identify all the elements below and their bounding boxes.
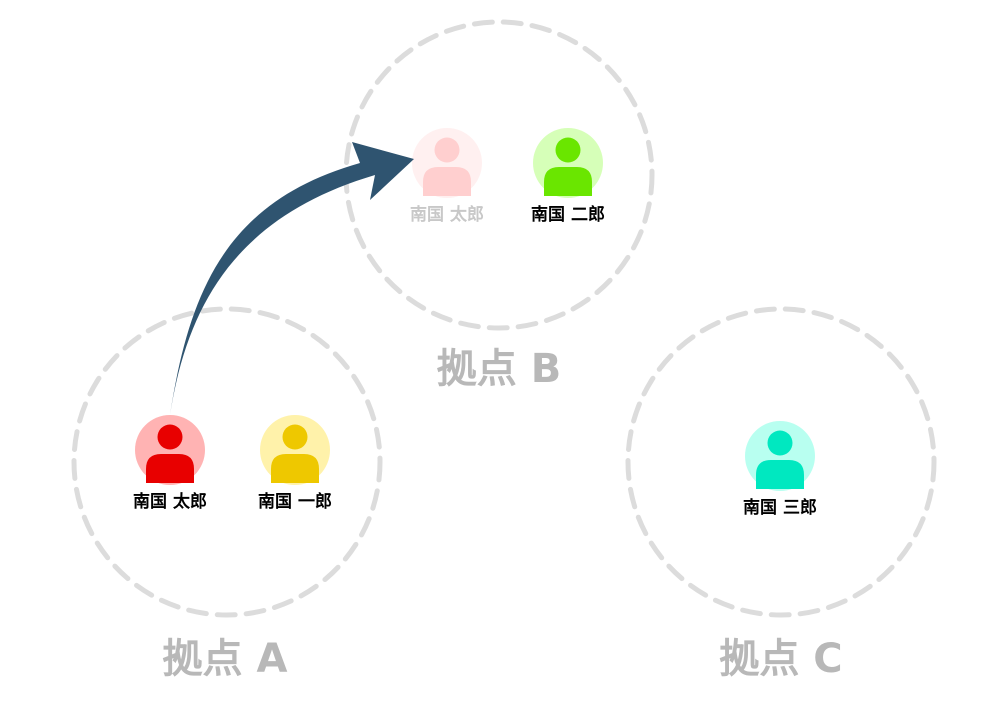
avatar-body <box>423 167 471 196</box>
base-a-ring <box>71 306 383 618</box>
avatar-body <box>544 167 592 196</box>
avatar-body <box>271 454 319 483</box>
base-c-label: 拠点 C <box>719 636 842 682</box>
base-b-label: 拠点 B <box>437 346 561 392</box>
user-icon <box>745 421 815 491</box>
user-icon <box>135 415 205 485</box>
avatar-head <box>282 424 308 450</box>
person-ichiro[interactable]: 南国 一郎 <box>258 415 332 512</box>
avatar-head <box>555 137 581 163</box>
person-taro-base-a[interactable]: 南国 太郎 <box>133 415 207 512</box>
person-name: 南国 三郎 <box>743 497 817 518</box>
user-icon <box>412 128 482 198</box>
person-jiro[interactable]: 南国 二郎 <box>531 128 605 225</box>
user-icon <box>533 128 603 198</box>
avatar-head <box>434 137 460 163</box>
avatar-head <box>767 430 793 456</box>
person-saburo[interactable]: 南国 三郎 <box>743 421 817 518</box>
move-arrow <box>170 142 414 415</box>
avatar-body <box>756 460 804 489</box>
person-name: 南国 二郎 <box>531 204 605 225</box>
avatar-head <box>157 424 183 450</box>
person-name: 南国 太郎 <box>410 204 484 225</box>
person-name: 南国 太郎 <box>133 491 207 512</box>
base-c-ring <box>625 306 937 618</box>
person-name: 南国 一郎 <box>258 491 332 512</box>
base-a-label: 拠点 A <box>163 636 288 682</box>
person-taro-base-b[interactable]: 南国 太郎 <box>410 128 484 225</box>
user-icon <box>260 415 330 485</box>
avatar-body <box>146 454 194 483</box>
